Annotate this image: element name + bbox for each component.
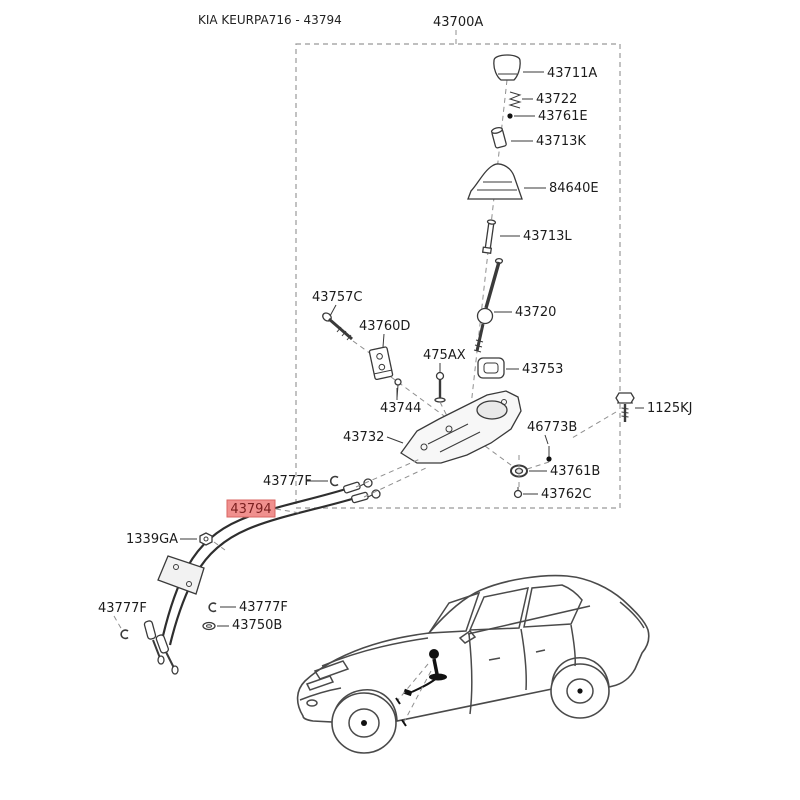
- dash-bolt-bracket: [352, 340, 372, 355]
- lower-lever-glyph: [481, 219, 497, 254]
- lower-damper-glyph: [546, 446, 552, 462]
- label-retainer-clip-left: 43777F: [98, 601, 147, 616]
- label-knob: 43711A: [547, 66, 597, 81]
- c-clip-glyph: [513, 487, 523, 499]
- dash-damper-grommet: [523, 461, 550, 471]
- label-retainer-clip-mid: 43777F: [239, 600, 288, 615]
- rear-door-line: [520, 628, 527, 691]
- stud-glyph: [434, 371, 446, 403]
- cable-assembly-glyph: [143, 478, 381, 675]
- cable-mount-plate: [157, 555, 205, 595]
- dash-nut-cable: [213, 541, 226, 551]
- dash-cable-base-2: [363, 467, 427, 498]
- front-door-line: [468, 633, 473, 715]
- fog-light: [306, 699, 318, 707]
- leader-bolt: [329, 304, 337, 317]
- bracket-glyph: [368, 346, 394, 381]
- base-bracket-glyph: [400, 390, 522, 464]
- spring-glyph: [508, 91, 522, 109]
- label-upper-damper: 43713K: [536, 134, 586, 149]
- nut-glyph: [199, 532, 213, 546]
- headlight: [313, 660, 350, 680]
- label-boot: 84640E: [549, 181, 599, 196]
- label-cable-assembly[interactable]: 43794: [230, 502, 271, 517]
- label-lower-damper: 46773B: [527, 420, 577, 435]
- label-stud: 475AX: [423, 348, 466, 363]
- label-nut: 1339GA: [126, 532, 178, 547]
- washer-glyph: [202, 621, 216, 631]
- pin-glyph: [394, 378, 402, 399]
- assembly-code-label: 43700A: [433, 15, 483, 30]
- label-flange-bolt: 1125KJ: [647, 401, 692, 416]
- flange-bolt-glyph: [615, 392, 635, 422]
- label-base-bracket: 43732: [343, 430, 384, 445]
- label-bolt: 43757C: [312, 290, 362, 305]
- catalog-code: KIA KEURPA716 - 43794: [198, 13, 342, 27]
- leader-lower-damper: [544, 434, 549, 445]
- label-pin: 43744: [380, 401, 421, 416]
- upper-damper-glyph: [490, 127, 507, 149]
- label-shift-lever: 43720: [515, 305, 556, 320]
- label-retainer-clip-top: 43777F: [263, 474, 312, 489]
- assembly-boundary-box: [295, 43, 621, 509]
- label-spring: 43722: [536, 92, 577, 107]
- label-bushing: 43753: [522, 362, 563, 377]
- grille: [305, 675, 335, 691]
- rear-side-window: [523, 584, 583, 628]
- shifter-location-marker: [395, 649, 447, 727]
- shift-lever-glyph: [473, 257, 504, 353]
- retainer-clip-left-glyph: [120, 629, 129, 640]
- retainer-clip-mid-glyph: [208, 602, 217, 613]
- highlighted-part-label[interactable]: 43794: [226, 499, 276, 518]
- windshield: [427, 591, 481, 634]
- small-screw-glyph: [507, 113, 513, 119]
- bushing-glyph: [477, 357, 505, 379]
- side-mirror: [458, 629, 477, 644]
- dash-flange-bolt-base: [571, 411, 617, 439]
- dash-cable-base-1: [355, 458, 421, 488]
- bolt-glyph: [322, 312, 353, 341]
- label-lower-lever: 43713L: [523, 229, 572, 244]
- label-grommet: 43761B: [550, 464, 600, 479]
- dash-retainer-clip-left: [113, 615, 123, 631]
- label-bracket: 43760D: [359, 319, 410, 334]
- dash-highlight-cable: [275, 508, 301, 514]
- boot-glyph: [467, 163, 523, 200]
- dash-stud-base: [439, 401, 449, 419]
- leader-bracket: [382, 333, 385, 348]
- label-washer: 43750B: [232, 618, 282, 633]
- retainer-clip-top-glyph: [329, 475, 339, 487]
- knob-glyph: [493, 54, 521, 81]
- label-c-clip: 43762C: [541, 487, 591, 502]
- label-small-screw: 43761E: [538, 109, 588, 124]
- leader-base-bracket: [386, 436, 404, 444]
- vehicle-outline: [296, 574, 650, 754]
- front-side-window: [468, 587, 529, 631]
